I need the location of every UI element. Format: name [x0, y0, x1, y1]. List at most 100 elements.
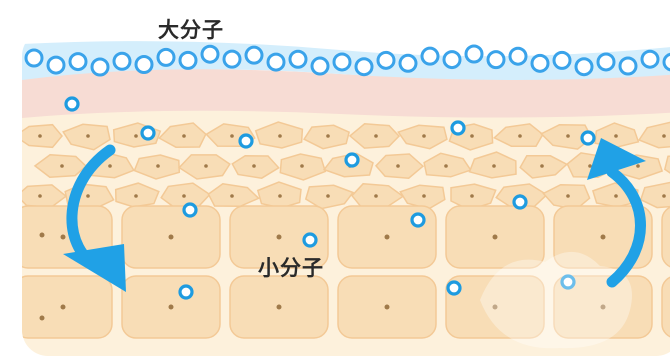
cell-nucleus: [566, 134, 570, 138]
molecule-dot-icon: [580, 130, 596, 146]
surface-bubble: [508, 46, 528, 66]
cell-nucleus: [588, 164, 592, 168]
cell-nucleus: [384, 234, 390, 240]
cell-nucleus: [60, 304, 66, 310]
surface-bubble: [266, 52, 286, 72]
cell-nucleus: [492, 164, 496, 168]
surface-bubble: [310, 56, 330, 76]
surface-bubble: [200, 44, 220, 64]
molecule-dot-icon: [450, 120, 466, 136]
molecule-dot-icon: [512, 194, 528, 210]
large-molecule-label: 大分子: [158, 18, 224, 42]
surface-bubble: [640, 49, 660, 69]
surface-bubble: [134, 55, 154, 75]
small-molecule-label: 小分子: [258, 256, 324, 280]
cell-nucleus: [600, 304, 606, 310]
square-cells-group: [22, 205, 670, 339]
cell-nucleus: [39, 232, 45, 238]
cell-nucleus: [374, 194, 378, 198]
molecule-dot-icon: [302, 232, 318, 248]
molecule-dot-icon: [64, 96, 80, 112]
cell-nucleus: [230, 134, 234, 138]
cell-nucleus: [252, 164, 256, 168]
square-cell: [661, 275, 670, 339]
cell-nucleus: [636, 164, 640, 168]
cell-nucleus: [614, 134, 618, 138]
cell-nucleus: [396, 164, 400, 168]
cell-nucleus: [300, 164, 304, 168]
molecule-dot-icon: [560, 274, 576, 290]
cell-nucleus: [422, 134, 426, 138]
cell-nucleus: [60, 164, 64, 168]
surface-bubble: [442, 50, 462, 70]
cell-nucleus: [662, 194, 666, 198]
molecules-group: [64, 96, 596, 300]
cell-nucleus: [566, 194, 570, 198]
surface-bubble: [618, 56, 638, 76]
surface-bubble: [552, 50, 572, 70]
square-cell: [661, 205, 670, 269]
surface-bubble: [178, 50, 198, 70]
curved-arrow-down-icon: [63, 144, 126, 292]
cell-nucleus: [422, 194, 426, 198]
cell-nucleus: [470, 134, 474, 138]
cell-nucleus: [470, 194, 474, 198]
surface-bubbles-group: [24, 44, 670, 77]
cell-nucleus: [86, 194, 90, 198]
molecule-dot-icon: [178, 284, 194, 300]
cell-nucleus: [108, 164, 112, 168]
surface-bubble: [486, 50, 506, 70]
cell-nucleus: [444, 164, 448, 168]
stratum-corneum-band: [22, 41, 670, 80]
cell-nucleus: [374, 134, 378, 138]
surface-bubble: [288, 49, 308, 69]
surface-bubble: [156, 47, 176, 67]
surface-bubble: [90, 57, 110, 77]
cell-nucleus: [278, 194, 282, 198]
cell-nucleus: [204, 164, 208, 168]
surface-bubble: [68, 52, 88, 72]
cell-nucleus: [182, 134, 186, 138]
surface-bubble: [46, 55, 66, 75]
cell-nucleus: [39, 315, 45, 321]
cell-nucleus: [384, 304, 390, 310]
cell-nucleus: [134, 194, 138, 198]
cell-nucleus: [662, 134, 666, 138]
cell-nucleus: [86, 134, 90, 138]
cell-nucleus: [518, 134, 522, 138]
surface-bubble: [222, 49, 242, 69]
cell-nucleus: [230, 194, 234, 198]
watermark-shape: [480, 251, 632, 349]
surface-bubble: [112, 51, 132, 71]
surface-bubble: [596, 52, 616, 72]
cell-nucleus: [278, 134, 282, 138]
molecule-dot-icon: [140, 125, 156, 141]
irregular-cells-group: [22, 121, 670, 211]
cell-nucleus: [182, 194, 186, 198]
cell-nucleus: [276, 304, 282, 310]
surface-bubble: [662, 52, 670, 72]
cell-nucleus: [540, 164, 544, 168]
surface-bubble: [530, 53, 550, 73]
cell-nucleus: [492, 234, 498, 240]
irregular-cell: [663, 153, 670, 181]
surface-bubble: [574, 57, 594, 77]
surface-bubble: [464, 44, 484, 64]
cell-nucleus: [326, 134, 330, 138]
molecule-dot-icon: [410, 212, 426, 228]
surface-bubble: [244, 45, 264, 65]
surface-bubble: [24, 48, 44, 68]
surface-bubble: [332, 52, 352, 72]
cell-nucleus: [276, 234, 282, 240]
molecule-dot-icon: [238, 133, 254, 149]
cell-nucleus: [492, 304, 498, 310]
cell-nucleus: [156, 164, 160, 168]
molecule-dot-icon: [446, 280, 462, 296]
cell-nucleus: [600, 234, 606, 240]
surface-bubble: [354, 57, 374, 77]
cell-nucleus: [134, 134, 138, 138]
surface-bubble: [376, 50, 396, 70]
cell-nucleus: [38, 134, 42, 138]
curved-arrow-up-icon: [587, 138, 646, 288]
